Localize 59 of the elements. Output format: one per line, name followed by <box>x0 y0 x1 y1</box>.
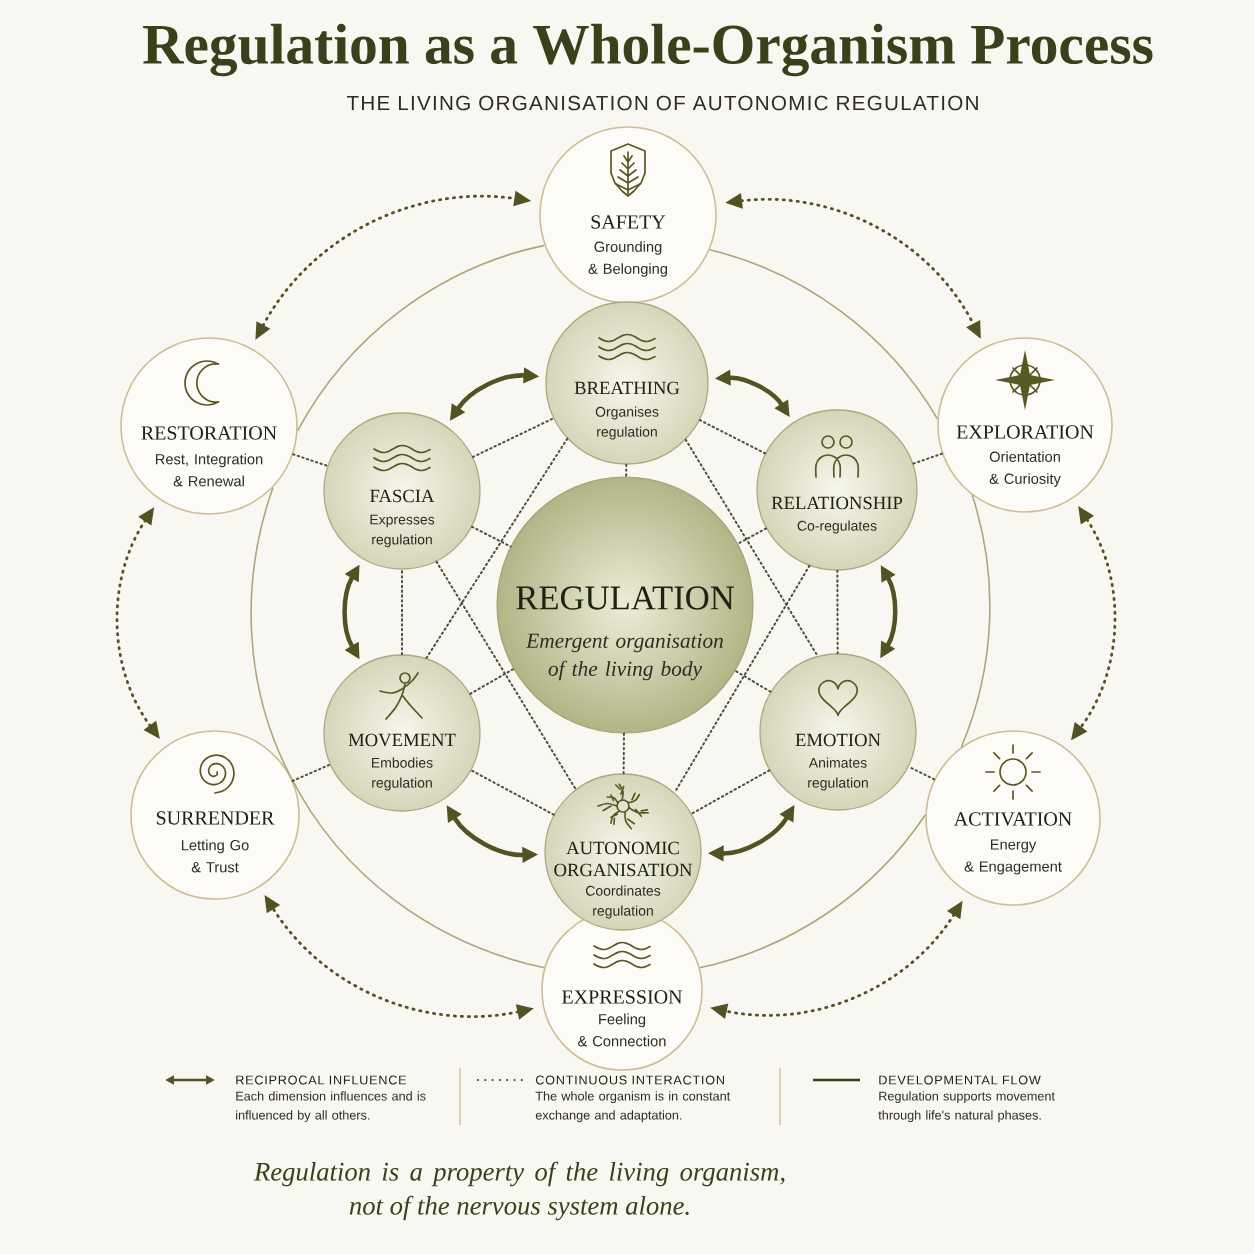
legend-description: Each dimension influences and is influenced by all others. <box>236 1091 426 1123</box>
dotted-line <box>471 525 512 548</box>
heading: AUTONOMIC ORGANISATION <box>554 841 693 877</box>
dotted-line <box>425 437 569 660</box>
dotted-line <box>690 769 771 815</box>
arc-line <box>296 244 546 432</box>
quote: Regulation is a property of the living organism, not of the nervous system alone. <box>253 1161 785 1221</box>
dotted-line <box>622 732 625 775</box>
heading: SURRENDER <box>156 811 275 825</box>
heading: BREATHING <box>574 381 680 395</box>
description: Coordinates regulation <box>585 885 661 919</box>
heading: FASCIA <box>370 489 435 503</box>
dotted-line <box>401 568 403 656</box>
legend-description: Regulation supports movement through life's natural phases. <box>878 1091 1055 1123</box>
description: Letting Go & Trust <box>181 839 249 873</box>
dotted-line <box>684 438 819 657</box>
description: Expresses regulation <box>370 514 435 548</box>
heading: EXPLORATION <box>956 425 1094 439</box>
legend-heading: RECIPROCAL INFLUENCE <box>236 1075 407 1085</box>
legend-description: The whole organism is in constant exchange and adaptation. <box>535 1091 731 1123</box>
title: Regulation as a Whole-Organism Process <box>143 23 1153 77</box>
legend-heading: DEVELOPMENTAL FLOW <box>879 1075 1041 1085</box>
dotted-line <box>673 564 811 794</box>
arc-line <box>698 814 927 969</box>
dotted-line <box>698 419 767 455</box>
heading: EMOTION <box>795 733 881 747</box>
legend-heading: CONTINUOUS INTERACTION <box>535 1075 724 1085</box>
heading: RELATIONSHIP <box>771 496 903 510</box>
dotted-line <box>469 668 515 695</box>
dotted-line <box>470 769 555 816</box>
description: Orientation & Curiosity <box>989 451 1061 487</box>
arc-line <box>708 248 939 420</box>
dotted-line <box>435 560 577 791</box>
description: Feeling & Connection <box>578 1013 666 1047</box>
heading: ACTIVATION <box>953 812 1072 826</box>
dotted-line <box>625 463 628 478</box>
dotted-line <box>836 569 839 655</box>
dotted-line <box>471 417 555 458</box>
heading: RESTORATION <box>141 426 277 440</box>
heading: REGULATION <box>516 586 734 610</box>
description: Organises regulation <box>595 406 659 440</box>
description: Co-regulates <box>797 520 877 534</box>
description: Animates regulation <box>808 757 868 791</box>
dotted-line <box>734 669 772 693</box>
arc-line <box>960 494 991 748</box>
heading: SAFETY <box>591 215 666 229</box>
dotted-line <box>737 527 768 545</box>
dotted-line <box>291 763 331 782</box>
description: Grounding & Belonging <box>588 241 667 277</box>
description: Embodies regulation <box>372 757 433 791</box>
dotted-line <box>912 452 944 465</box>
heading: EXPRESSION <box>562 990 683 1004</box>
arc-line <box>289 775 546 969</box>
dotted-line <box>292 453 329 467</box>
description: Rest, Integration & Renewal <box>156 453 263 487</box>
arc-line <box>250 486 292 778</box>
description: Emergent organisation of the living body <box>526 633 723 681</box>
heading: MOVEMENT <box>348 733 456 747</box>
description: Energy & Engagement <box>964 839 1062 875</box>
